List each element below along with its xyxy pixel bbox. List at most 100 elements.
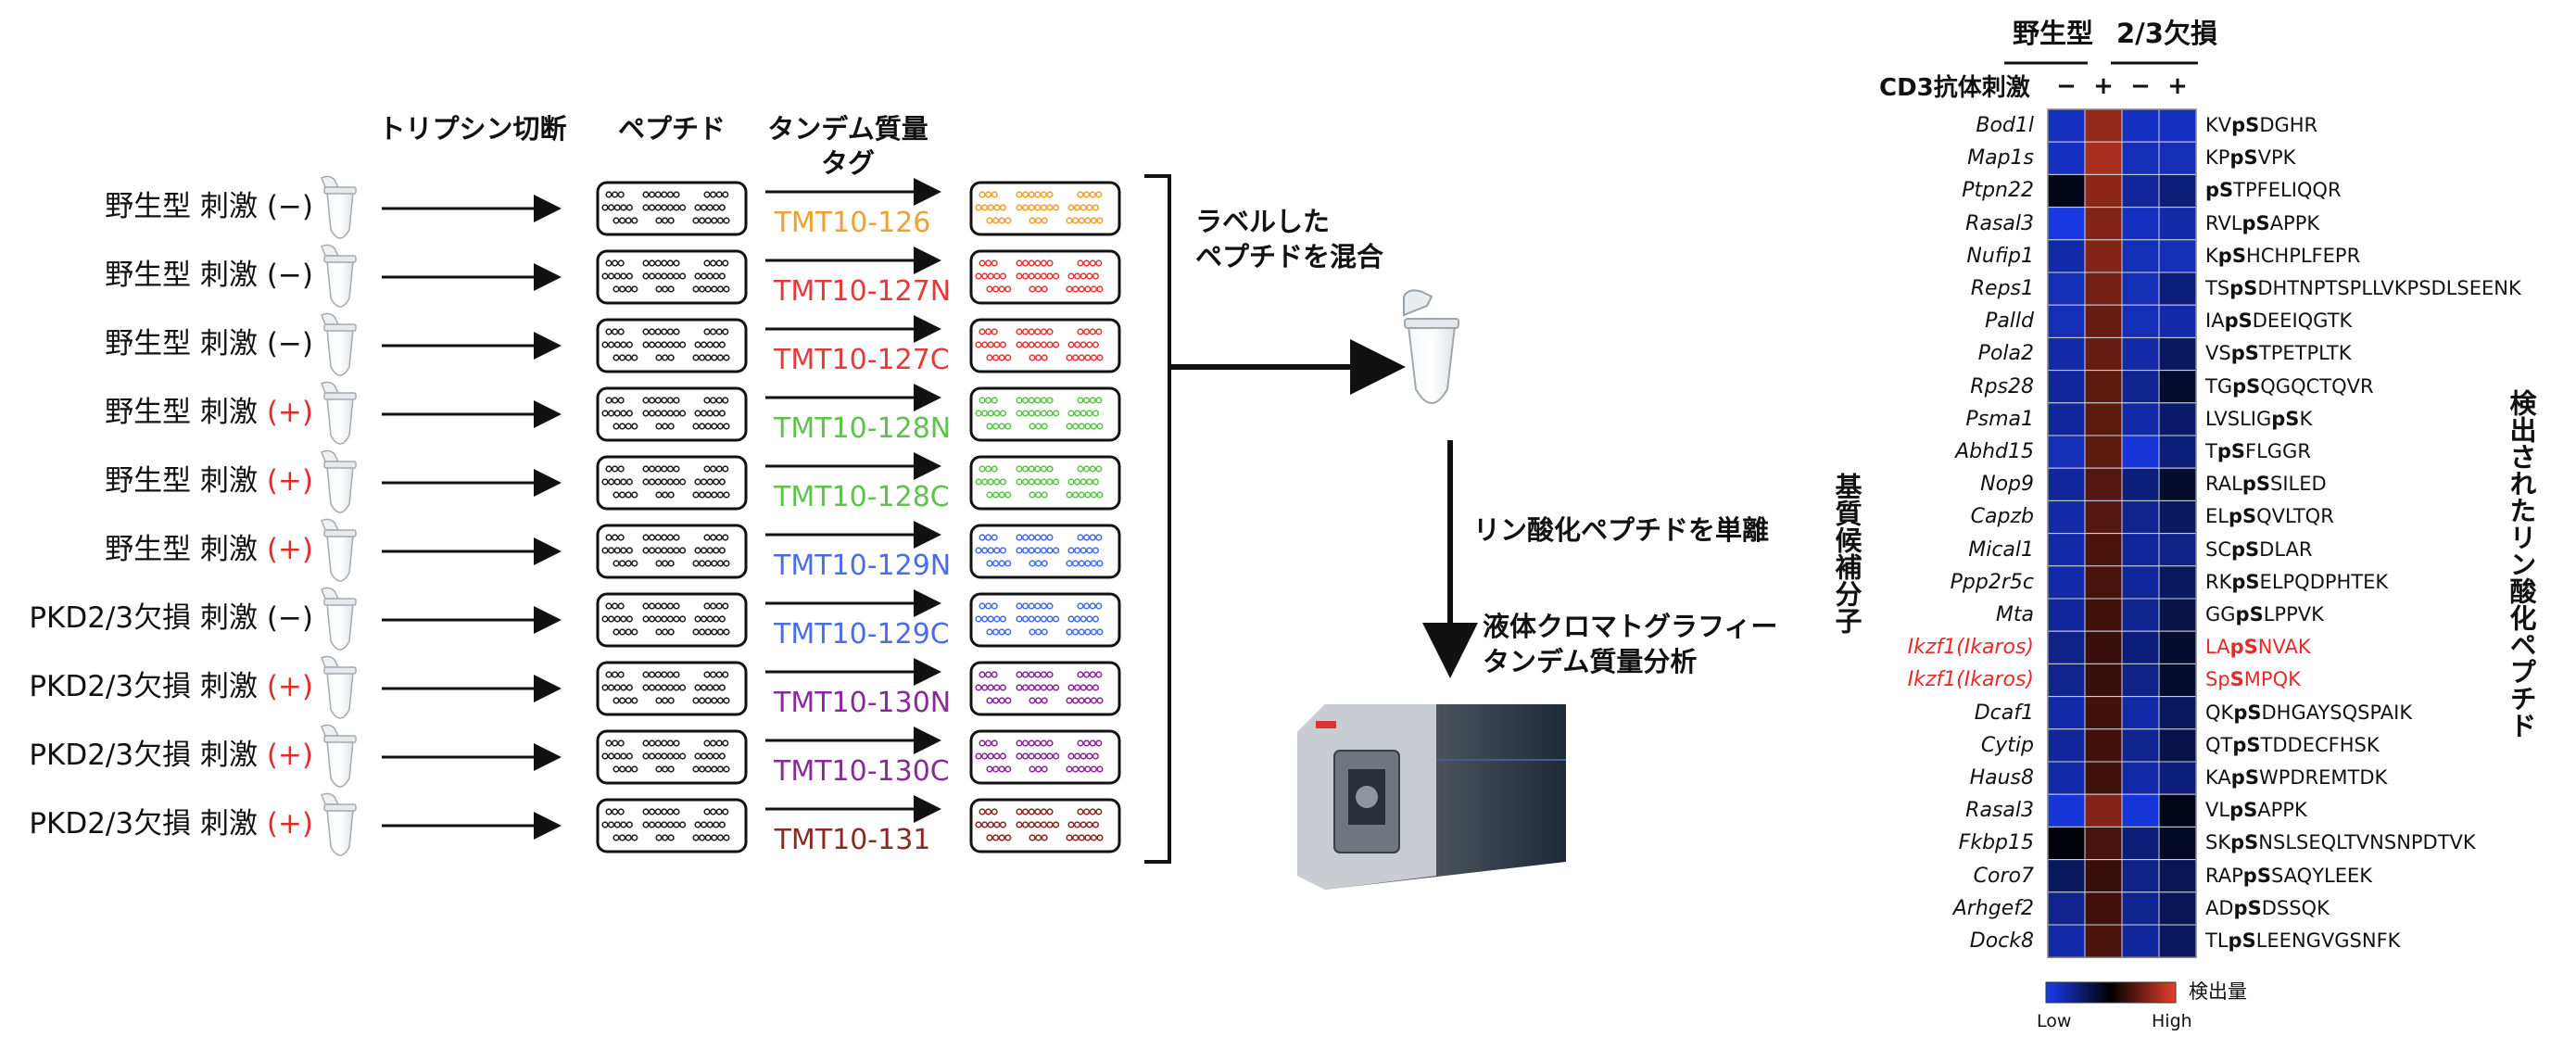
sample-row xyxy=(321,244,1121,308)
peptide-label: SKpSNSLSEQLTVNSNPDTVK xyxy=(2205,833,2476,853)
peptide-label: VSpSTPETPLTK xyxy=(2205,344,2352,363)
heatmap-cell xyxy=(2158,728,2197,763)
heatmap-cell xyxy=(2084,793,2123,828)
right-label: 検出されたリン酸化ペプチド xyxy=(2506,389,2537,739)
gene-label: Ppp2r5c xyxy=(1950,570,2034,594)
sample-label: PKD2/3欠損 刺激 (+) xyxy=(19,741,313,770)
heatmap-cell xyxy=(2158,826,2197,861)
heatmap-cell xyxy=(2121,630,2160,664)
labeled-peptide-box xyxy=(969,249,1121,305)
heatmap-cell xyxy=(2084,402,2123,436)
stim-sign: (−) xyxy=(266,190,313,223)
heatmap-frame xyxy=(2047,108,2197,958)
peptide-label: TLpSLEENGVGSNFK xyxy=(2205,931,2400,951)
peptide-suffix: VPK xyxy=(2257,146,2296,170)
phospho-site: pS xyxy=(2229,146,2258,170)
gene-label: Mical1 xyxy=(1968,537,2034,562)
phospho-site: pS xyxy=(2242,864,2271,887)
stim-sign: (+) xyxy=(266,533,313,566)
heatmap-cell xyxy=(2047,141,2086,175)
heatmap-cell xyxy=(2047,533,2086,567)
peptide-prefix: GG xyxy=(2205,603,2236,626)
heatmap-cell xyxy=(2084,630,2123,664)
heatmap-cell xyxy=(2084,239,2123,273)
peptide-suffix: LEENGVGSNFK xyxy=(2255,929,2401,952)
heatmap-cell xyxy=(2047,304,2086,338)
peptide-suffix: DHGAYSQSPAIK xyxy=(2261,701,2413,724)
heatmap-cell xyxy=(2047,793,2086,828)
stim-sign: (+) xyxy=(266,396,313,429)
peptide-suffix: FLGGR xyxy=(2245,440,2311,462)
stim-sign: (−) xyxy=(266,327,313,360)
stim-sign-label: − xyxy=(2056,72,2077,100)
heatmap-cell xyxy=(2084,891,2123,926)
gene-label: Rps28 xyxy=(1970,374,2034,398)
gene-label: Psma1 xyxy=(1965,407,2034,431)
peptide-prefix: VL xyxy=(2205,799,2230,822)
genotype-text: 野生型 xyxy=(105,327,192,360)
sample-row xyxy=(321,312,1121,376)
heatmap-cell xyxy=(2121,565,2160,600)
peptide-prefix: TG xyxy=(2205,374,2233,398)
peptide-suffix: SILED xyxy=(2269,473,2327,496)
peptide-prefix: SK xyxy=(2205,831,2231,854)
heatmap-cell xyxy=(2084,435,2123,469)
phospho-site: pS xyxy=(2216,440,2245,462)
heatmap-cell xyxy=(2158,108,2197,143)
peptide-suffix: K xyxy=(2299,407,2313,430)
heatmap-cell xyxy=(2084,696,2123,730)
labeled-peptide-box xyxy=(969,661,1121,716)
heatmap-cell xyxy=(2084,728,2123,763)
heatmap-cell xyxy=(2084,272,2123,306)
heatmap-cell xyxy=(2158,402,2197,436)
peptide-label: TpSFLGGR xyxy=(2205,442,2311,461)
peptide-label: VLpSAPPK xyxy=(2205,801,2307,820)
genotype-text: 野生型 xyxy=(105,533,192,566)
phospho-site: pS xyxy=(2235,603,2264,626)
heatmap-cell xyxy=(2084,859,2123,893)
trypsin-header: トリプシン切断 xyxy=(378,113,567,145)
heatmap-cell xyxy=(2158,761,2197,795)
heatmap-cell xyxy=(2121,272,2160,306)
labeled-peptide-box xyxy=(969,181,1121,236)
heatmap-cell xyxy=(2121,826,2160,861)
heatmap-cell xyxy=(2084,141,2123,175)
peptide-prefix: TS xyxy=(2205,277,2230,299)
sample-tube-icon xyxy=(321,312,357,376)
peptide-suffix: NVAK xyxy=(2257,636,2311,659)
peptide-suffix: HCHPLFEPR xyxy=(2245,244,2361,267)
heatmap-cell xyxy=(2121,891,2160,926)
peptide-box xyxy=(596,181,748,236)
heatmap-cell xyxy=(2047,728,2086,763)
peptide-prefix: KA xyxy=(2205,766,2231,789)
sample-label: 野生型 刺激 (+) xyxy=(19,398,313,427)
peptide-box xyxy=(596,386,748,442)
gene-label: Map1s xyxy=(1967,146,2034,171)
heatmap-cell xyxy=(2047,859,2086,893)
peptide-label: SpSMPQK xyxy=(2205,670,2301,689)
sample-label: PKD2/3欠損 刺激 (−) xyxy=(19,604,313,633)
peptide-suffix: ELPQDPHTEK xyxy=(2259,570,2389,593)
stim-text: 刺激 xyxy=(191,190,267,223)
peptide-prefix: KV xyxy=(2205,114,2232,136)
heatmap-cell xyxy=(2047,173,2086,209)
heatmap-cell xyxy=(2121,924,2160,958)
heatmap-cell xyxy=(2121,336,2160,372)
peptide-header: ペプチド xyxy=(617,113,726,145)
heatmap-cell xyxy=(2084,370,2123,404)
heatmap-cell xyxy=(2158,141,2197,175)
tmt-header-line1: タンデム質量 xyxy=(767,113,928,145)
heatmap-cell xyxy=(2047,402,2086,436)
heatmap-cell xyxy=(2084,761,2123,795)
phospho-site: pS xyxy=(2224,310,2253,333)
tmt-label: TMT10-130N xyxy=(774,687,952,719)
phospho-site: pS xyxy=(2232,733,2261,756)
stim-label: CD3抗体刺激 xyxy=(1879,74,2030,102)
sample-row xyxy=(321,587,1121,651)
heatmap-cell xyxy=(2121,696,2160,730)
heatmap-cell xyxy=(2084,598,2123,632)
peptide-label: TGpSQGQCTQVR xyxy=(2205,374,2374,398)
phospho-site: S xyxy=(2229,668,2244,691)
sample-label: 野生型 刺激 (−) xyxy=(19,193,313,221)
sample-row xyxy=(321,518,1121,582)
